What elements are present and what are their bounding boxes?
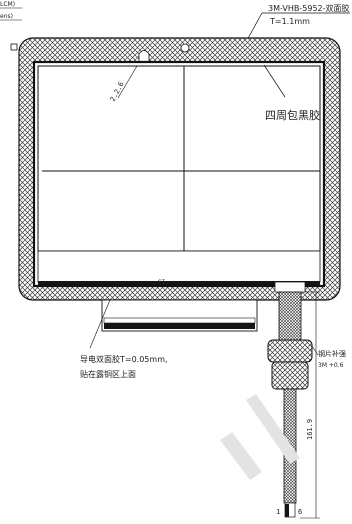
stiffener-line2: 3M +0.6: [318, 362, 344, 369]
watermark-stroke-1: [220, 432, 262, 480]
lower-bracket-black-strip: [104, 323, 255, 329]
band-mark: SI: [158, 279, 166, 286]
wrap-note-label: 四周包黑胶: [265, 108, 320, 122]
corner-label-1: LCM): [0, 1, 15, 8]
corner-marker: [10, 43, 18, 51]
bottom-black-band: [38, 281, 320, 285]
watermark-stroke-2: [246, 394, 300, 464]
fpc-exit-slot: [274, 281, 306, 293]
active-area: [37, 65, 321, 252]
corner-label-2: ens): [0, 13, 13, 20]
pin-start-label: 1: [276, 508, 280, 516]
corner-radius-leader: [117, 65, 138, 99]
stiffener-block-bottom: [271, 361, 309, 390]
bottom-border-area: [37, 250, 321, 283]
conductive-tape-line2: 贴在露铜区上面: [80, 369, 136, 379]
tape-leader-line: [245, 12, 263, 43]
tape-title-label: 3M-VHB-5952-双面胶: [268, 3, 350, 13]
conductive-tape-line1: 导电双面胶T=0.05mm,: [80, 354, 168, 364]
fpc-cable-upper[interactable]: [278, 291, 302, 341]
pin-end-label: 6: [298, 508, 302, 516]
mounting-hole-right: [180, 43, 190, 53]
stiffener-line1: 钢片补强: [318, 349, 346, 358]
conductive-tape-leader: [89, 299, 111, 349]
lower-bracket-inner: [103, 317, 256, 324]
mounting-notch-left: [138, 50, 150, 61]
fpc-pin1-contact: [285, 504, 289, 517]
tape-thickness-label: T=1.1mm: [269, 17, 310, 26]
stiffener-leader: [311, 345, 319, 356]
stiffener-block-top: [267, 339, 313, 363]
cable-length-label: 161.9: [306, 419, 314, 440]
wrap-note-leader: [263, 64, 286, 98]
